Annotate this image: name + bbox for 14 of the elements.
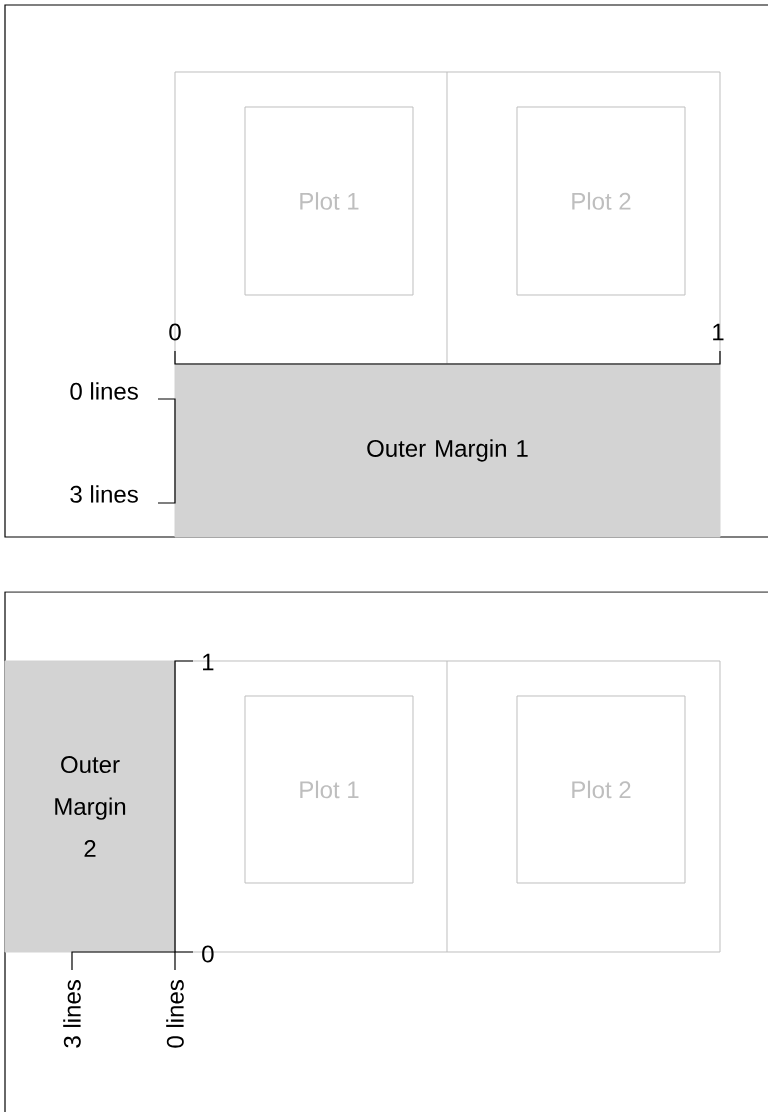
axis-tick-label: 0 [202, 945, 214, 963]
plot-box: Plot 1 [244, 106, 414, 296]
axis-tick-label: 1 [713, 323, 724, 341]
outer-margin-area: Outer Margin 2 [4, 660, 176, 953]
line-count-label: 3 lines [70, 485, 138, 503]
axis-tick-label: 1 [203, 653, 214, 671]
plot-box: Plot 2 [516, 695, 686, 884]
plot-box: Plot 2 [516, 106, 686, 296]
line-count-label: 0 lines [70, 382, 138, 400]
outer-margin-area: Outer Margin 1 [174, 363, 721, 538]
line-count-label: 0 lines [166, 980, 184, 1048]
plot-box: Plot 1 [244, 695, 414, 884]
axis-tick-label: 0 [169, 323, 181, 341]
line-count-label: 3 lines [63, 980, 81, 1048]
